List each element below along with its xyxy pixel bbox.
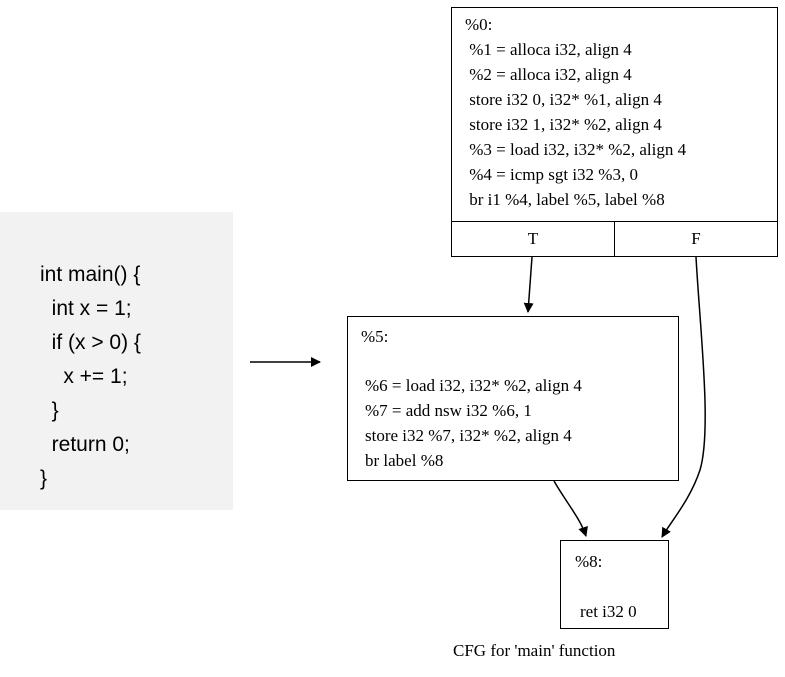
- node-0-instr: br i1 %4, label %5, label %8: [465, 190, 665, 209]
- node-0-label: %0:: [465, 15, 493, 34]
- node-0-instr: store i32 0, i32* %1, align 4: [465, 90, 662, 109]
- node-0-instr: %1 = alloca i32, align 4: [465, 40, 632, 59]
- code-line: x += 1;: [40, 365, 128, 388]
- node-5-instr: %6 = load i32, i32* %2, align 4: [365, 376, 582, 395]
- node-0-instr: %4 = icmp sgt i32 %3, 0: [465, 165, 638, 184]
- node-5-instr: store i32 %7, i32* %2, align 4: [365, 426, 572, 445]
- port-false: F: [614, 222, 777, 256]
- node-0-ports: T F: [452, 221, 777, 256]
- node-8-label: %8:: [575, 552, 603, 571]
- edge-fallthrough: [553, 480, 588, 537]
- code-line: }: [40, 467, 48, 490]
- node-5-instr: br label %8: [365, 451, 444, 470]
- port-true: T: [527, 229, 539, 248]
- node-8-instr: ret i32 0: [580, 602, 637, 621]
- code-line: }: [40, 399, 59, 422]
- cfg-caption: CFG for 'main' function: [453, 641, 616, 660]
- node-0-instr: %3 = load i32, i32* %2, align 4: [465, 140, 687, 159]
- code-line: if (x > 0) {: [40, 331, 141, 354]
- code-line: return 0;: [40, 433, 130, 456]
- node-0-instr: %2 = alloca i32, align 4: [465, 65, 632, 84]
- code-line: int x = 1;: [40, 297, 132, 320]
- code-line: int main() {: [40, 263, 141, 286]
- node-5-instr: %7 = add nsw i32 %6, 1: [365, 401, 532, 420]
- edge-true: [523, 256, 534, 313]
- node-5-label: %5:: [361, 327, 389, 346]
- node-0-instr: store i32 1, i32* %2, align 4: [465, 115, 662, 134]
- cfg-node-5: %5: %6 = load i32, i32* %2, align 4 %7 =…: [347, 316, 679, 481]
- cfg-node-8: %8: ret i32 0: [560, 540, 669, 629]
- source-code-panel: int main() { int x = 1; if (x > 0) { x +…: [0, 212, 233, 510]
- edge-false: [661, 256, 706, 538]
- cfg-node-0: %0: %1 = alloca i32, align 4 %2 = alloca…: [451, 7, 778, 257]
